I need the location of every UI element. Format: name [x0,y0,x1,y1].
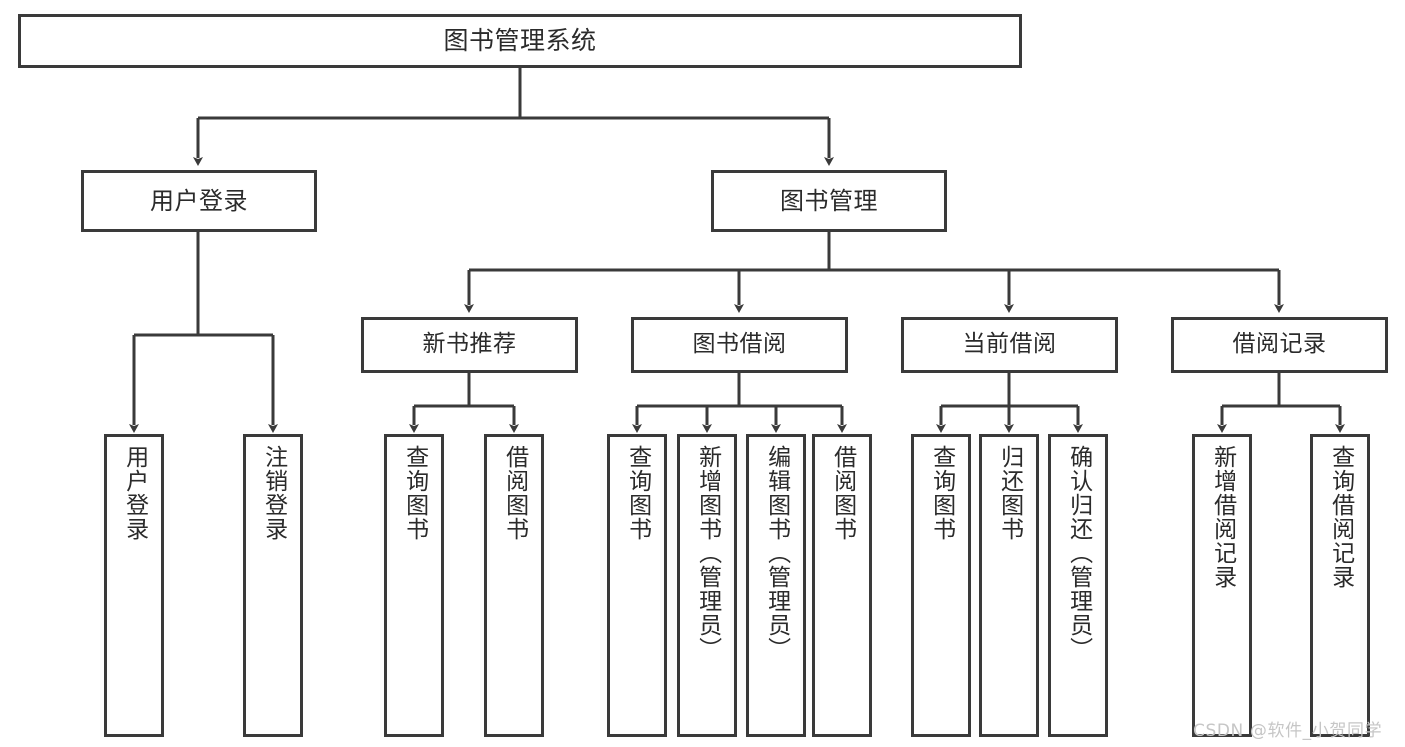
leaf-borrow-add-book-admin[interactable]: 新增图书（管理员） [677,434,737,737]
node-label: 查询图书 [401,445,428,541]
node-label: 确认归还（管理员） [1065,445,1092,661]
leaf-current-return-books[interactable]: 归还图书 [979,434,1039,737]
node-label: 图书管理 [780,186,878,215]
leaf-current-confirm-return-admin[interactable]: 确认归还（管理员） [1048,434,1108,737]
leaf-record-query-borrow-record[interactable]: 查询借阅记录 [1310,434,1370,737]
node-label: 图书管理系统 [443,26,597,55]
node-label: 查询图书 [928,445,955,541]
node-book-management[interactable]: 图书管理 [711,170,947,232]
csdn-watermark: CSDN @软件_小贺同学 [1193,721,1383,741]
node-book-borrowing[interactable]: 图书借阅 [631,317,848,373]
leaf-borrow-edit-book-admin[interactable]: 编辑图书（管理员） [746,434,806,737]
leaf-borrow-query-books[interactable]: 查询图书 [607,434,667,737]
leaf-logout[interactable]: 注销登录 [243,434,303,737]
leaf-newbook-query-books[interactable]: 查询图书 [384,434,444,737]
node-label: 查询图书 [624,445,651,541]
node-label: 新增借阅记录 [1209,445,1236,589]
leaf-record-add-borrow-record[interactable]: 新增借阅记录 [1192,434,1252,737]
node-label: 用户登录 [121,445,148,541]
node-label: 新书推荐 [422,331,517,358]
node-label: 注销登录 [260,445,287,541]
node-root-book-management-system[interactable]: 图书管理系统 [18,14,1022,68]
leaf-borrow-borrow-books[interactable]: 借阅图书 [812,434,872,737]
node-current-borrowing[interactable]: 当前借阅 [901,317,1118,373]
leaf-user-login[interactable]: 用户登录 [104,434,164,737]
node-new-book-recommendation[interactable]: 新书推荐 [361,317,578,373]
node-label: 编辑图书（管理员） [763,445,790,661]
node-label: 新增图书（管理员） [694,445,721,661]
node-label: 当前借阅 [962,331,1057,358]
node-borrowing-record[interactable]: 借阅记录 [1171,317,1388,373]
leaf-newbook-borrow-books[interactable]: 借阅图书 [484,434,544,737]
node-label: 用户登录 [150,186,248,215]
node-label: 借阅图书 [501,445,528,541]
node-label: 归还图书 [996,445,1023,541]
node-label: 借阅图书 [829,445,856,541]
node-user-login[interactable]: 用户登录 [81,170,317,232]
leaf-current-query-books[interactable]: 查询图书 [911,434,971,737]
node-label: 查询借阅记录 [1327,445,1354,589]
node-label: 图书借阅 [692,331,787,358]
node-label: 借阅记录 [1232,331,1327,358]
